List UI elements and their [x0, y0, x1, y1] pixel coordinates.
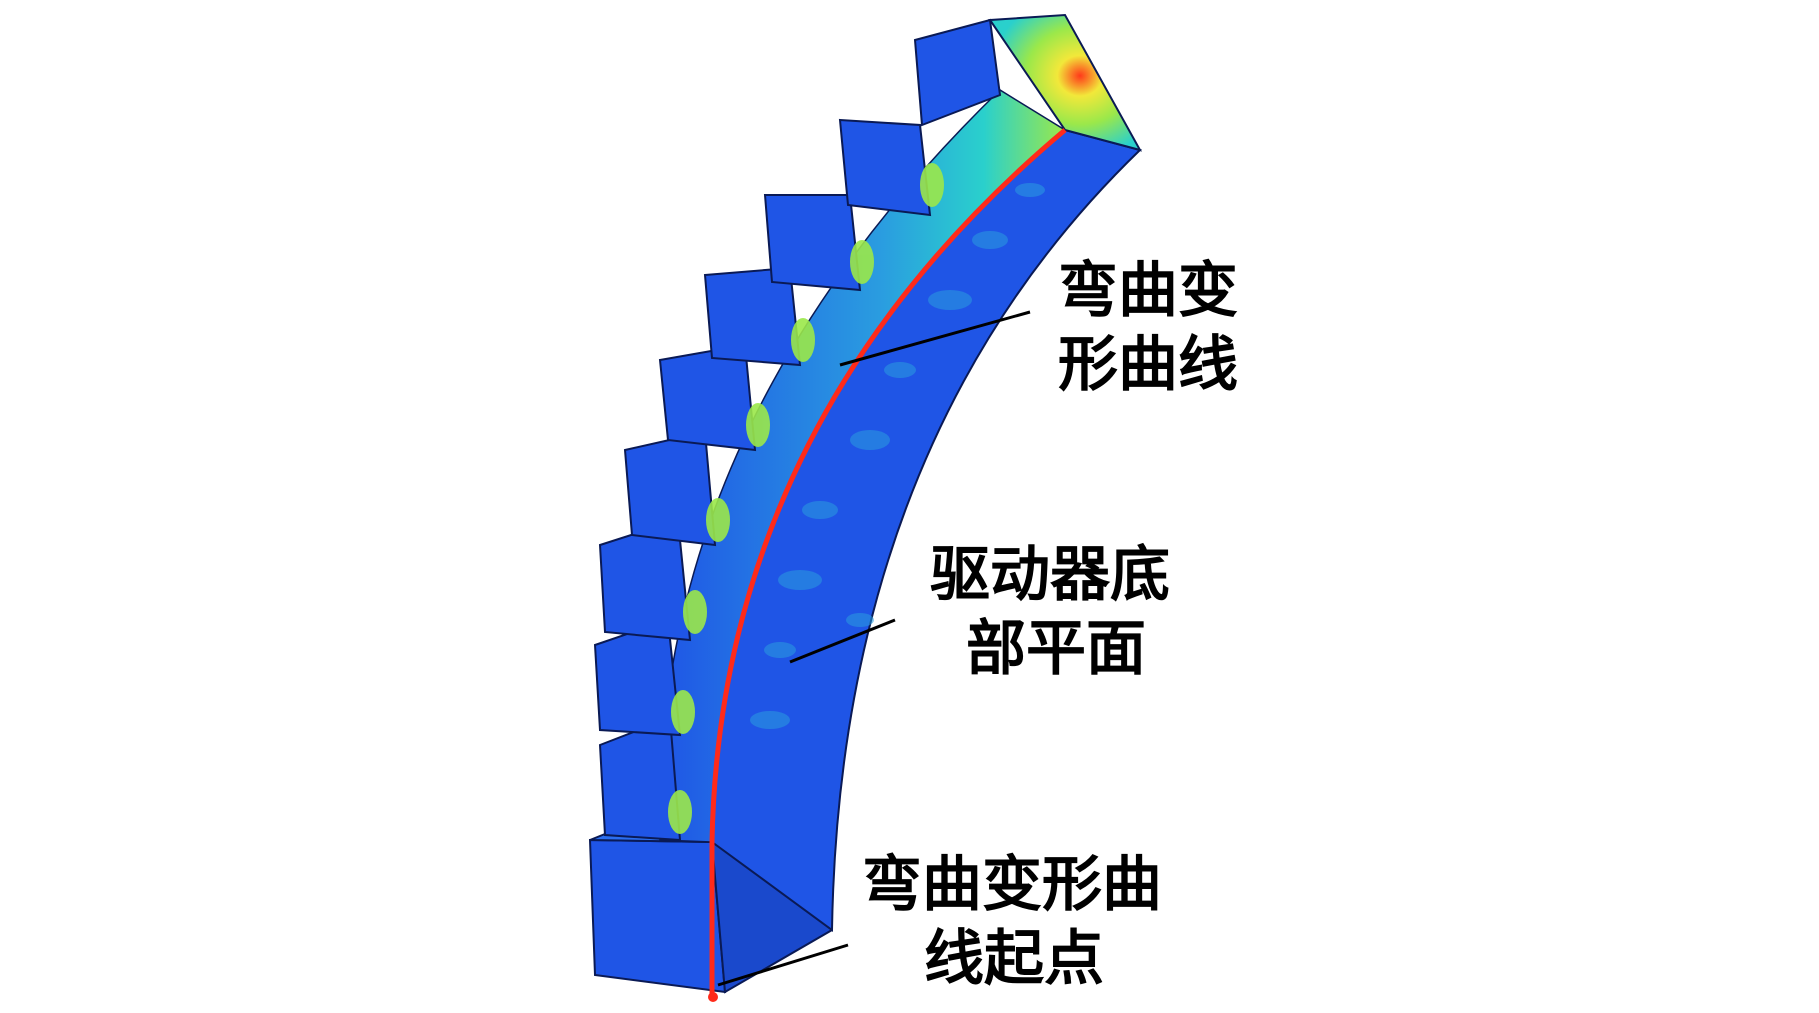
label-bottom-plane: 驱动器底 部平面: [930, 538, 1170, 686]
label-line: 弯曲变: [1058, 256, 1238, 326]
chamber-fins: [593, 18, 1002, 842]
label-line: 驱动器底: [930, 540, 1170, 610]
chamber-fin: [913, 18, 1002, 127]
base-block-front: [588, 838, 727, 994]
chamber-fin: [623, 430, 717, 547]
leader-line-curve: [839, 310, 1031, 367]
label-line: 弯曲变形曲: [862, 850, 1162, 920]
curve-start-point: [708, 992, 718, 1002]
label-line: 线起点: [924, 924, 1104, 994]
stress-mottling: [750, 183, 1045, 729]
top-end-cap: [988, 13, 1143, 152]
label-line: 形曲线: [1058, 330, 1238, 400]
label-line: 部平面: [966, 614, 1146, 684]
chamber-fin: [598, 716, 682, 842]
label-bending-curve: 弯曲变 形曲线: [1058, 254, 1238, 402]
chamber-fin: [763, 194, 862, 292]
chamber-fin: [838, 118, 932, 217]
leader-line-start: [717, 943, 849, 987]
chamber-fin: [703, 266, 802, 367]
label-curve-start: 弯曲变形曲 线起点: [862, 848, 1162, 996]
leader-line-plane: [789, 618, 896, 664]
fin-root-highlights: [668, 163, 944, 834]
bending-curve: [709, 128, 1067, 998]
